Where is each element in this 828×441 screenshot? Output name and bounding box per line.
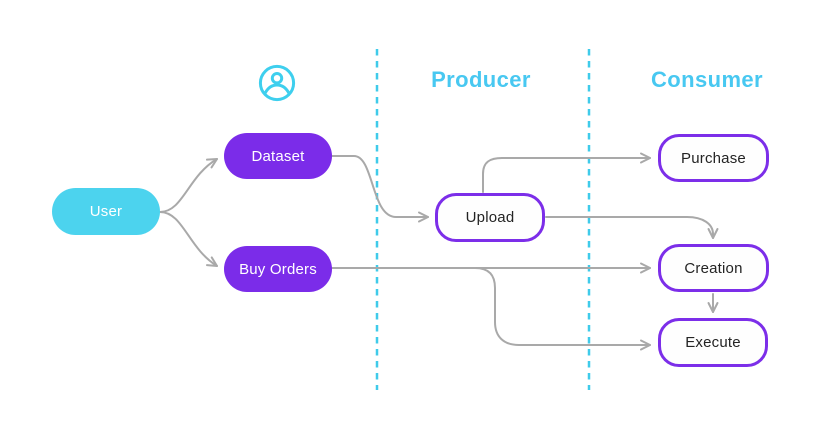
edge-buy-orders-execute [474, 267, 651, 351]
header-consumer: Consumer [651, 67, 763, 92]
node-upload: Upload [435, 193, 545, 242]
user-circle-icon [258, 64, 296, 102]
node-user: User [52, 188, 160, 235]
edge-upload-creation [545, 216, 719, 239]
header-producer: Producer [431, 67, 531, 92]
edge-user-buy-orders [159, 211, 218, 267]
edge-user-dataset [159, 158, 218, 213]
edge-upload-purchase [482, 152, 651, 193]
node-creation: Creation [658, 244, 769, 292]
node-dataset: Dataset [224, 133, 332, 179]
node-execute: Execute [658, 318, 768, 367]
edge-dataset-upload [331, 155, 429, 223]
node-buy-orders: Buy Orders [224, 246, 332, 292]
node-purchase: Purchase [658, 134, 769, 182]
